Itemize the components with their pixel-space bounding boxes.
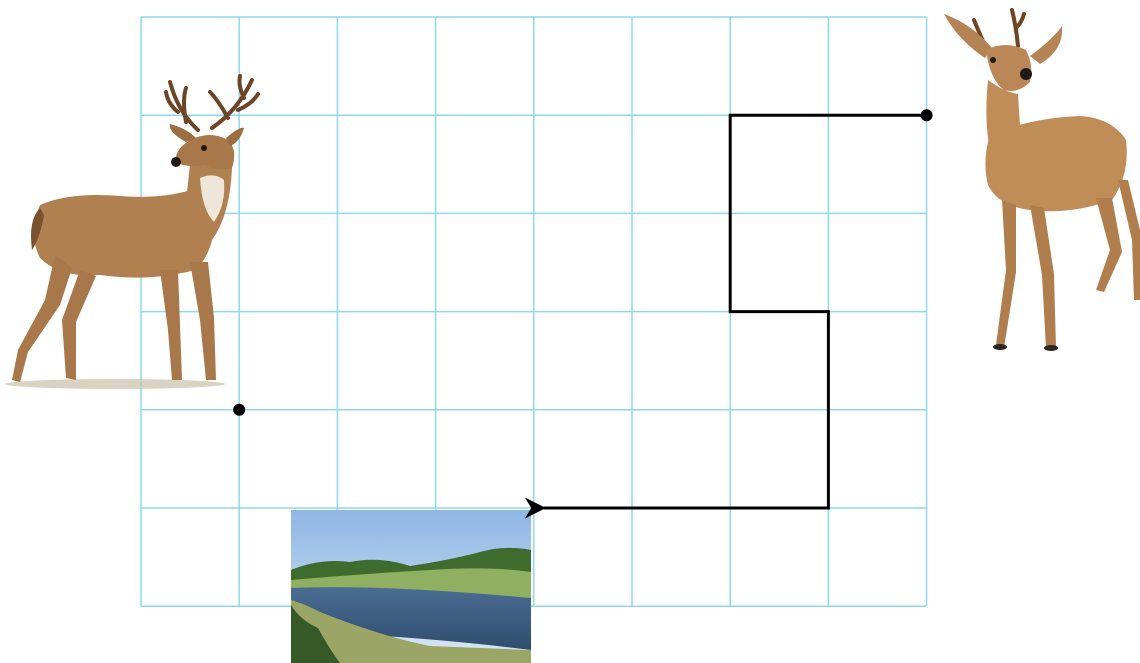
deer-point <box>233 404 245 416</box>
young-deer-figure <box>944 10 1140 351</box>
pond-landscape-figure <box>291 510 531 663</box>
deer-with-antlers-figure <box>5 76 258 389</box>
start-point <box>921 109 933 121</box>
